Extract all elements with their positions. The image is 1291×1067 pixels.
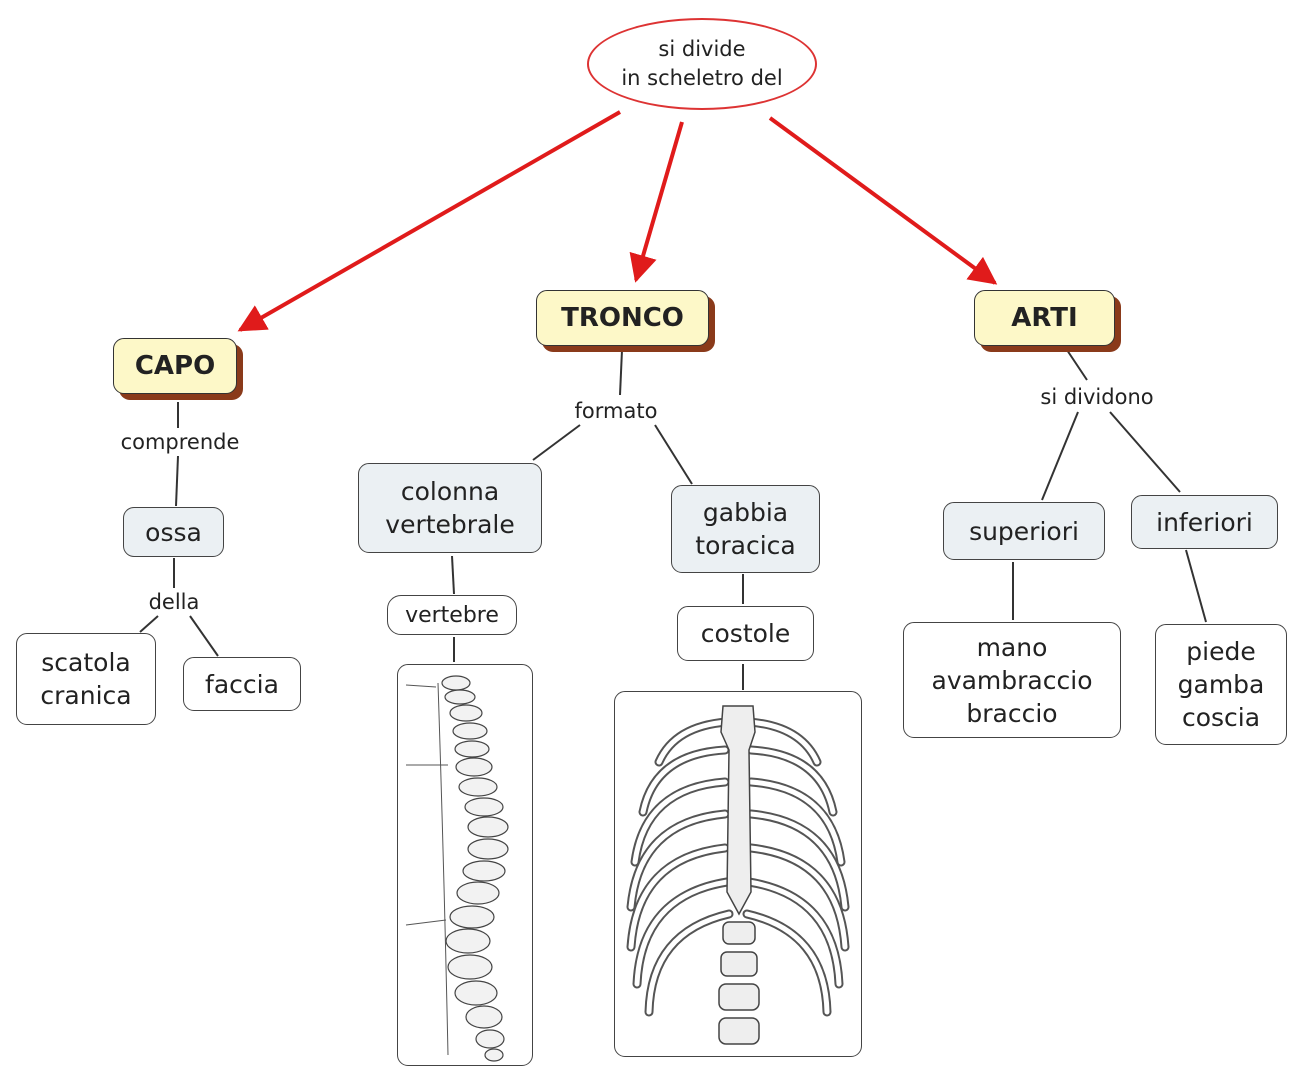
faccia-node: faccia	[183, 657, 301, 711]
arti-node: ARTI	[974, 290, 1115, 346]
root-concept-node: si divide in scheletro del	[587, 18, 817, 110]
ribcage-drawing	[615, 692, 861, 1056]
della-link-label: della	[146, 590, 203, 614]
mano-avambraccio-braccio-node: mano avambraccio braccio	[903, 622, 1121, 738]
scatola-cranica-node: scatola cranica	[16, 633, 156, 725]
formato-link-label: formato	[572, 399, 661, 423]
vertebre-node: vertebre	[387, 595, 517, 635]
colonna-vertebrale-node: colonna vertebrale	[358, 463, 542, 553]
arrow-to-tronco	[636, 122, 682, 280]
comprende-link-label: comprende	[118, 430, 243, 454]
capo-node: CAPO	[113, 338, 237, 394]
gabbia-toracica-node: gabbia toracica	[671, 485, 820, 573]
superiori-node: superiori	[943, 502, 1105, 560]
ossa-node: ossa	[123, 507, 224, 557]
ribcage-illustration	[614, 691, 862, 1057]
arrow-to-arti	[770, 118, 995, 283]
piede-gamba-coscia-node: piede gamba coscia	[1155, 624, 1287, 745]
si-dividono-link-label: si dividono	[1037, 385, 1156, 409]
tronco-node: TRONCO	[536, 290, 709, 346]
spine-illustration	[397, 664, 533, 1066]
spine-drawing	[398, 665, 532, 1065]
inferiori-node: inferiori	[1131, 495, 1278, 549]
costole-node: costole	[677, 606, 814, 661]
